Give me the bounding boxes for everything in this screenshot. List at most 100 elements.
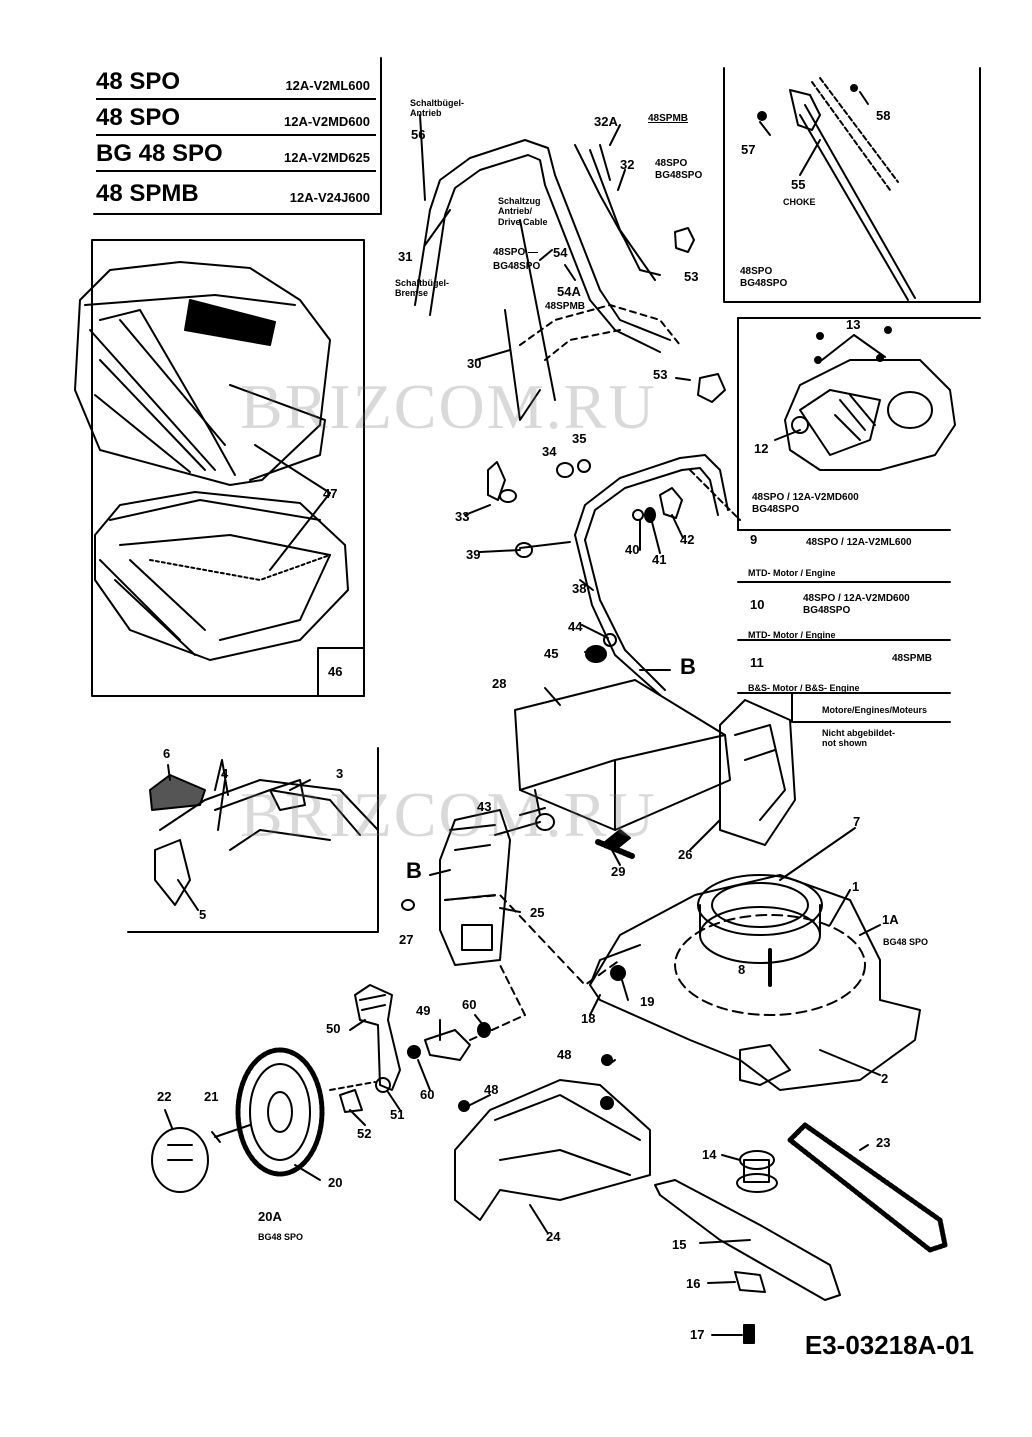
note-bg48spo-54: BG48SPO xyxy=(493,261,541,272)
note-choke-models: 48SPO BG48SPO xyxy=(740,266,788,289)
part-number: 2 xyxy=(881,1071,889,1086)
engines-tab xyxy=(791,692,951,723)
part-number: 46 xyxy=(328,664,343,679)
part-number: 33 xyxy=(455,509,470,524)
catcher-leaders xyxy=(254,444,331,571)
deflector-box xyxy=(127,747,379,933)
part-46-box xyxy=(317,647,365,697)
part-number: 29 xyxy=(611,864,626,879)
part-number: 16 xyxy=(686,1276,701,1291)
part-number: 21 xyxy=(204,1089,219,1104)
note-48spo-54: 48SPO — xyxy=(493,247,539,258)
part-number: 54A xyxy=(557,284,581,299)
part-number: 15 xyxy=(672,1237,687,1252)
note-handle-drive: Schaltbügel- Antrieb xyxy=(410,98,465,119)
model-code: 12A-V2ML600 xyxy=(285,78,370,93)
wheel xyxy=(211,1047,325,1177)
model-name: 48 SPO xyxy=(96,104,181,131)
watermark-top: BRIZCOM.RU xyxy=(240,371,657,442)
blade-bolt xyxy=(711,1324,755,1344)
note-48spmb-32a: 48SPMB xyxy=(648,113,689,124)
engine-cover xyxy=(784,326,956,471)
leader-lines xyxy=(164,91,886,1233)
model-name: BG 48 SPO xyxy=(96,140,223,167)
note-engine-10-type: MTD- Motor / Engine xyxy=(748,630,836,640)
rear-flap xyxy=(514,679,731,831)
part-number: 50 xyxy=(326,1021,341,1036)
part-number: 38 xyxy=(572,581,587,596)
part-number: 51 xyxy=(390,1107,405,1122)
drive-belt xyxy=(787,1122,948,1253)
part-number: 11 xyxy=(750,655,764,670)
part-number: 5 xyxy=(199,907,207,922)
part-number: 55 xyxy=(791,177,806,192)
blade-washer xyxy=(707,1271,766,1293)
mower-deck xyxy=(589,874,921,1091)
connection-marker-b: B xyxy=(406,858,422,883)
clip-53 xyxy=(674,227,726,403)
part-number: 57 xyxy=(741,142,756,157)
note-choke: CHOKE xyxy=(783,197,816,207)
diagram-reference-code: E3-03218A-01 xyxy=(804,1330,974,1360)
note-engine-9-type: MTD- Motor / Engine xyxy=(748,568,836,578)
note-engine-9: 48SPO / 12A-V2ML600 xyxy=(806,537,912,548)
frame-lines xyxy=(91,57,981,933)
choke-cable xyxy=(757,77,916,301)
note-handle-brake: Schaltbügel- Bremse xyxy=(395,278,450,299)
part-number: 54 xyxy=(553,245,568,260)
part-number: 53 xyxy=(684,269,699,284)
part-number: 19 xyxy=(640,994,655,1009)
part-number: 25 xyxy=(530,905,545,920)
note-engines: Motore/Engines/Moteurs xyxy=(822,705,928,715)
part-number: 41 xyxy=(652,552,667,567)
part-number: 17 xyxy=(690,1327,705,1342)
note-48spmb-54a: 48SPMB xyxy=(545,301,586,312)
part-number: 49 xyxy=(416,1003,431,1018)
note-engine-11-type: B&S- Motor / B&S- Engine xyxy=(748,683,860,693)
part-number: 52 xyxy=(357,1126,372,1141)
part-number: 8 xyxy=(738,962,746,977)
part-number: 26 xyxy=(678,847,693,862)
part-number: 22 xyxy=(157,1089,172,1104)
part-number: 24 xyxy=(546,1229,561,1244)
model-row: 48 SPO 12A-V2MD600 xyxy=(96,104,376,136)
part-number: 32A xyxy=(594,114,618,129)
cable-32 xyxy=(574,144,661,281)
blade xyxy=(654,1179,841,1301)
part-number: 14 xyxy=(702,1147,717,1162)
rear-door xyxy=(454,1054,651,1221)
model-name: 48 SPO xyxy=(96,68,181,95)
part-number: 12 xyxy=(754,441,769,456)
watermark-bottom: BRIZCOM.RU xyxy=(240,779,657,850)
part-number: 42 xyxy=(680,532,695,547)
part-number: 48 xyxy=(557,1047,572,1062)
drive-housing xyxy=(439,809,621,986)
deflector-parts xyxy=(149,759,379,906)
model-code: 12A-V2MD600 xyxy=(284,114,370,129)
part-number: 44 xyxy=(568,619,583,634)
part-number: 1A xyxy=(882,912,899,927)
note-not-shown: Nicht abgebildet- not shown xyxy=(822,728,896,749)
part-number: 4 xyxy=(221,766,229,781)
part-number: 28 xyxy=(492,676,507,691)
part-number: 53 xyxy=(653,367,668,382)
part-number: 20 xyxy=(328,1175,343,1190)
part-number: 1 xyxy=(852,879,860,894)
height-lever xyxy=(329,964,526,1113)
part-number: 7 xyxy=(853,814,861,829)
part-number: 58 xyxy=(876,108,891,123)
blade-adapter xyxy=(721,1150,778,1193)
model-row: 48 SPO 12A-V2ML600 xyxy=(96,68,376,100)
part-number: 32 xyxy=(620,157,635,172)
hubcap xyxy=(151,1127,209,1193)
spring xyxy=(595,839,635,859)
part-number: 56 xyxy=(411,127,426,142)
note-bg48spo-20a: BG48 SPO xyxy=(258,1232,304,1242)
part-number: 60 xyxy=(462,997,477,1012)
part-number: 6 xyxy=(163,746,171,761)
part-number: 9 xyxy=(750,532,758,547)
model-row: 48 SPMB 12A-V24J600 xyxy=(96,180,376,210)
model-code: 12A-V2MD625 xyxy=(284,150,370,165)
